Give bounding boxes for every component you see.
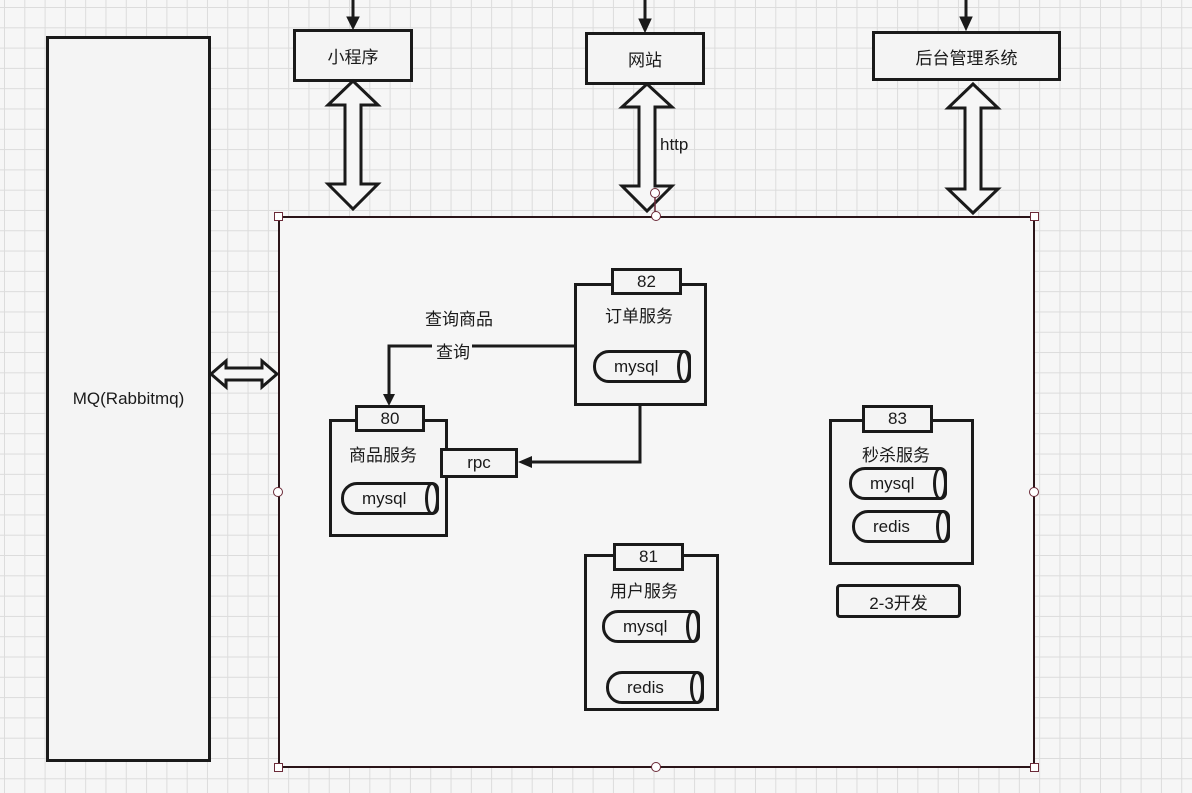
cylinder-cap-icon	[425, 482, 439, 515]
product-service-port: 80	[355, 405, 425, 432]
order-mysql-label: mysql	[614, 356, 659, 376]
order-mysql-db[interactable]: mysql	[593, 350, 691, 383]
client-admin-system[interactable]: 后台管理系统	[872, 31, 1061, 81]
seckill-redis-label: redis	[873, 516, 910, 536]
rpc-port[interactable]: rpc	[440, 448, 518, 478]
double-arrow-mini-program	[324, 78, 382, 212]
user-port-label: 81	[639, 547, 658, 566]
user-mysql-label: mysql	[623, 616, 668, 636]
product-service[interactable]	[329, 419, 448, 537]
order-service-title: 订单服务	[605, 307, 673, 326]
order-port-label: 82	[637, 271, 656, 291]
http-label: http	[660, 135, 689, 154]
incoming-arrow-mini-program	[346, 0, 360, 31]
resize-handle-bottom-left[interactable]	[274, 763, 283, 772]
product-port-label: 80	[380, 408, 400, 428]
client-website-label: 网站	[628, 51, 662, 70]
query-label: 查询	[436, 343, 470, 362]
order-service[interactable]	[574, 283, 707, 406]
rpc-label: rpc	[467, 453, 491, 472]
resize-handle-top-right[interactable]	[1030, 212, 1039, 221]
double-arrow-admin	[944, 81, 1002, 216]
client-mini-program[interactable]: 小程序	[293, 29, 413, 82]
client-admin-system-label: 后台管理系统	[915, 48, 1018, 68]
user-redis-db[interactable]: redis	[606, 671, 704, 704]
resize-handle-bottom-right[interactable]	[1030, 763, 1039, 772]
user-mysql-db[interactable]: mysql	[602, 610, 700, 643]
resize-handle-left[interactable]	[273, 487, 283, 497]
seckill-port-label: 83	[888, 409, 907, 428]
seckill-service-port: 83	[862, 405, 933, 433]
cylinder-cap-icon	[936, 510, 950, 543]
resize-handle-right[interactable]	[1029, 487, 1039, 497]
cylinder-cap-icon	[690, 671, 704, 704]
cylinder-cap-icon	[686, 610, 700, 643]
resize-handle-top[interactable]	[651, 211, 661, 221]
user-service-title: 用户服务	[610, 582, 678, 601]
incoming-arrow-website	[638, 0, 652, 34]
cylinder-cap-icon	[933, 467, 947, 500]
seckill-redis-db[interactable]: redis	[852, 510, 950, 543]
connection-handle-http[interactable]	[650, 188, 660, 198]
order-service-port: 82	[611, 268, 682, 295]
seckill-note[interactable]: 2-3开发	[836, 584, 961, 618]
seckill-mysql-label: mysql	[870, 473, 915, 493]
product-service-title: 商品服务	[349, 446, 417, 465]
mq-box[interactable]: MQ(Rabbitmq)	[46, 36, 211, 762]
product-mysql-label: mysql	[362, 488, 407, 508]
cylinder-cap-icon	[677, 350, 691, 383]
resize-handle-top-left[interactable]	[274, 212, 283, 221]
client-website[interactable]: 网站	[585, 32, 705, 85]
incoming-arrow-admin	[959, 0, 973, 32]
product-mysql-db[interactable]: mysql	[341, 482, 439, 515]
seckill-service-title: 秒杀服务	[862, 446, 930, 465]
user-redis-label: redis	[627, 677, 664, 697]
seckill-mysql-db[interactable]: mysql	[849, 467, 947, 500]
user-service-port: 81	[613, 543, 684, 571]
seckill-note-label: 2-3开发	[869, 593, 928, 613]
mq-label: MQ(Rabbitmq)	[72, 389, 185, 408]
double-arrow-mq	[208, 357, 280, 391]
resize-handle-bottom[interactable]	[651, 762, 661, 772]
query-product-note: 查询商品	[425, 310, 493, 329]
client-mini-program-label: 小程序	[327, 48, 379, 67]
